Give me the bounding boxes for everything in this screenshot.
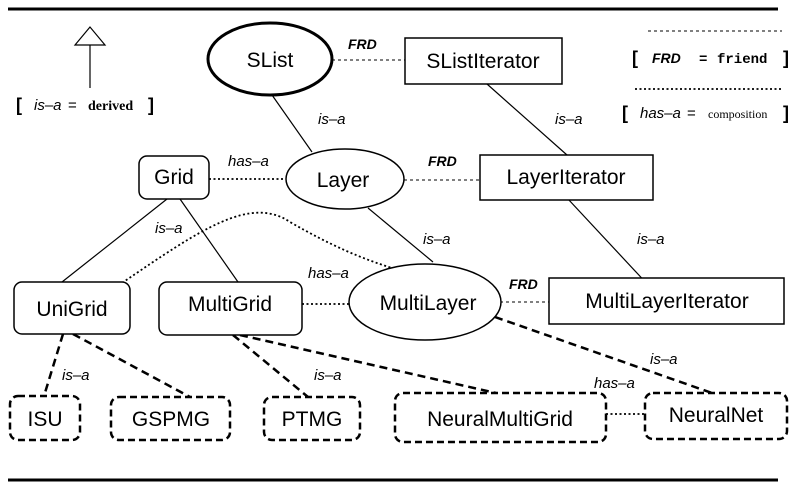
nodes: SList SListIterator Grid Layer LayerIter… <box>8 21 789 444</box>
label-frd-layer: FRD <box>428 153 457 169</box>
label-is-a-layer-multilayer: is–a <box>423 231 451 248</box>
edge-grid-unigrid <box>61 198 168 283</box>
derived-triangle-icon <box>73 26 107 46</box>
legend-is-a-term: is–a <box>34 97 62 114</box>
legend-frd-term: FRD <box>652 50 681 66</box>
label-has-a-multigrid-multilayer: has–a <box>308 265 349 282</box>
legend-has-a: [ has–a = composition ] <box>622 88 789 123</box>
legend-is-a: [ is–a = derived ] <box>16 26 154 115</box>
label-has-a-neural: has–a <box>594 375 635 392</box>
node-slistiterator-label: SListIterator <box>426 50 539 73</box>
node-grid-label: Grid <box>154 166 194 189</box>
node-unigrid: UniGrid <box>13 281 131 335</box>
label-frd-slist: FRD <box>348 36 377 52</box>
label-is-a-slistiterator: is–a <box>555 111 583 128</box>
legend-equals: = <box>699 52 707 68</box>
label-is-a-slist-layer: is–a <box>318 111 346 128</box>
legend-bracket-open: [ <box>16 95 22 115</box>
node-ptmg-label: PTMG <box>282 408 343 431</box>
edge-unigrid-isu <box>42 333 65 397</box>
node-multigrid: MultiGrid <box>158 281 303 336</box>
edge-slist-layer <box>271 94 313 153</box>
edges <box>42 59 713 415</box>
node-multilayer: MultiLayer <box>348 263 502 341</box>
node-neuralnet-label: NeuralNet <box>669 404 764 427</box>
node-layer-label: Layer <box>317 169 370 192</box>
node-slist: SList <box>206 21 334 97</box>
node-multilayeriterator: MultiLayerIterator <box>548 277 785 325</box>
edge-labels: FRD is–a is–a has–a FRD is–a is–a is–a h… <box>62 36 678 392</box>
node-isu-label: ISU <box>27 408 62 431</box>
node-neuralmultigrid-label: NeuralMultiGrid <box>427 408 573 431</box>
node-ptmg: PTMG <box>262 395 362 442</box>
node-slistiterator: SListIterator <box>404 37 563 85</box>
node-layeriterator-label: LayerIterator <box>506 166 625 189</box>
edge-layer-multilayer <box>367 207 434 263</box>
label-has-a-grid-layer: has–a <box>228 153 269 170</box>
edge-multigrid-ptmg <box>232 334 309 398</box>
legend-bracket-close: ] <box>148 95 154 115</box>
edge-grid-multigrid <box>179 198 239 283</box>
node-layeriterator: LayerIterator <box>479 154 654 201</box>
label-is-a-multilayer-neuralnet: is–a <box>650 351 678 368</box>
node-slist-label: SList <box>247 49 294 72</box>
label-is-a-layeriterator: is–a <box>637 231 665 248</box>
node-multilayer-label: MultiLayer <box>380 292 477 315</box>
edge-slistiterator-layeriterator <box>486 83 568 156</box>
node-neuralmultigrid: NeuralMultiGrid <box>393 391 608 444</box>
node-layer: Layer <box>285 148 405 210</box>
edge-unigrid-gspmg <box>72 332 191 399</box>
legend-composition: composition <box>708 107 767 121</box>
node-multigrid-label: MultiGrid <box>188 293 272 316</box>
label-is-a-multigrid: is–a <box>314 367 342 384</box>
label-is-a-unigrid: is–a <box>62 367 90 384</box>
legend-equals: = <box>687 105 696 122</box>
node-gspmg: GSPMG <box>109 395 232 442</box>
legend-frd: [ FRD = friend ] <box>632 30 789 68</box>
legend-equals: = <box>68 97 77 114</box>
legend-friend: friend <box>717 52 767 68</box>
label-is-a-grid: is–a <box>155 220 183 237</box>
edge-multigrid-neuralmultigrid <box>239 333 497 395</box>
node-multilayeriterator-label: MultiLayerIterator <box>585 290 748 313</box>
edge-layeriterator-multilayeriterator <box>567 198 651 288</box>
node-unigrid-label: UniGrid <box>36 298 107 321</box>
legend-bracket-open: [ <box>622 103 628 123</box>
legend-derived: derived <box>88 99 133 114</box>
label-frd-multilayer: FRD <box>509 276 538 292</box>
node-grid: Grid <box>138 155 210 200</box>
legend-has-a-term: has–a <box>640 105 681 122</box>
node-isu: ISU <box>8 394 82 442</box>
legend-bracket-open: [ <box>632 48 638 68</box>
node-neuralnet: NeuralNet <box>643 391 789 441</box>
legend-bracket-close: ] <box>783 103 789 123</box>
node-gspmg-label: GSPMG <box>132 408 210 431</box>
legend-bracket-close: ] <box>783 48 789 68</box>
edge-unigrid-multilayer <box>121 211 393 284</box>
